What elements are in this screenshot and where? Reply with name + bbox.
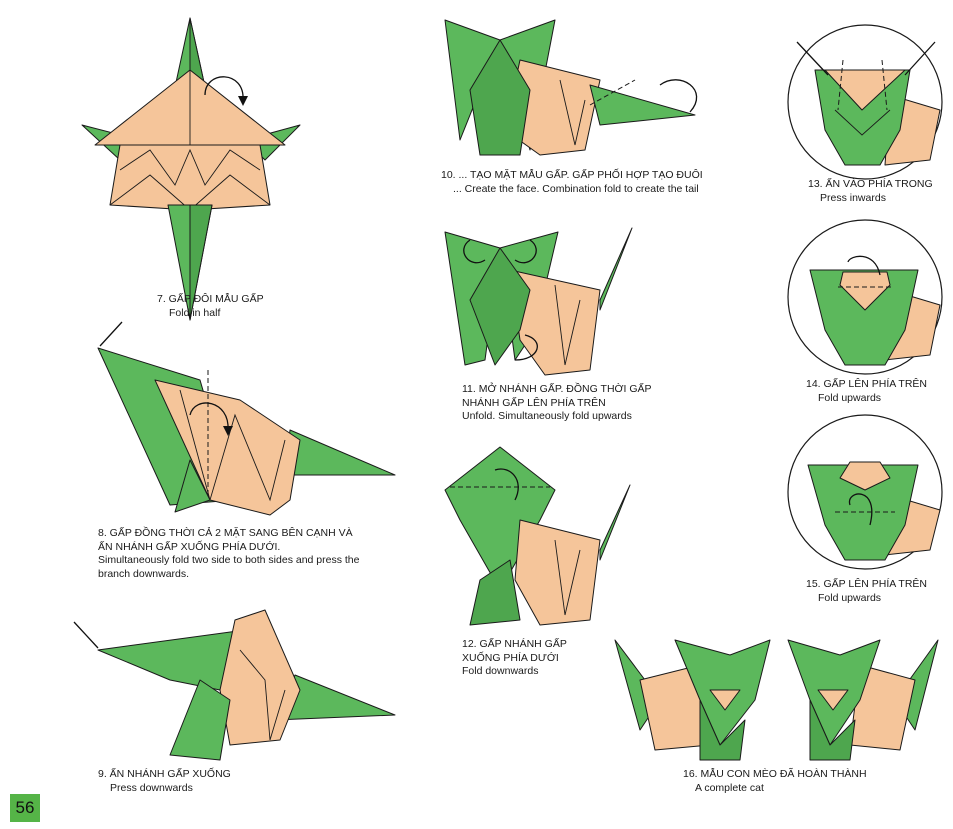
step-14-caption: 14. GẤP LÊN PHÍA TRÊN Fold upwards: [806, 378, 927, 405]
step-14-subtitle: Fold upwards: [818, 391, 882, 404]
step-9-title: 9. ẤN NHÁNH GẤP XUỐNG: [98, 768, 231, 780]
step-12-title: 12. GẤP NHÁNH GẤP XUỐNG PHÍA DƯỚI: [462, 638, 567, 664]
step-16-illustration: [614, 639, 939, 761]
step-9-caption: 9. ẤN NHÁNH GẤP XUỐNG Press downwards: [98, 768, 231, 795]
step-7-illustration: [81, 17, 301, 321]
step-9-subtitle: Press downwards: [110, 781, 193, 794]
step-7-caption: 7. GẤP ĐÔI MẪU GẤP Fold in half: [157, 293, 264, 320]
step-16-caption: 16. MẪU CON MÈO ĐÃ HOÀN THÀNH A complete…: [683, 768, 867, 795]
step-14-title: 14. GẤP LÊN PHÍA TRÊN: [806, 378, 927, 390]
step-13-title: 13. ẤN VÀO PHÍA TRONG: [808, 178, 933, 190]
step-8-illustration: [97, 321, 396, 516]
step-16-title: 16. MẪU CON MÈO ĐÃ HOÀN THÀNH: [683, 768, 867, 780]
step-11-caption: 11. MỞ NHÁNH GẤP. ĐỒNG THỜI GẤP NHÁNH GẤ…: [462, 383, 662, 424]
step-13-subtitle: Press inwards: [820, 191, 886, 204]
step-11-subtitle: Unfold. Simultaneously fold upwards: [462, 410, 632, 422]
step-10-caption: 10. ... TẠO MẶT MẪU GẤP. GẤP PHỐI HỢP TẠ…: [441, 169, 703, 196]
page-number-badge: 56: [10, 794, 40, 822]
step-14-illustration: [787, 219, 943, 375]
step-13-caption: 13. ẤN VÀO PHÍA TRONG Press inwards: [808, 178, 933, 205]
step-10-illustration: [444, 19, 698, 156]
step-15-subtitle: Fold upwards: [818, 591, 882, 604]
step-15-title: 15. GẤP LÊN PHÍA TRÊN: [806, 578, 927, 590]
step-10-title: 10. ... TẠO MẶT MẪU GẤP. GẤP PHỐI HỢP TẠ…: [441, 169, 703, 181]
step-8-subtitle: Simultaneously fold two side to both sid…: [98, 554, 360, 580]
step-8-caption: 8. GẤP ĐỒNG THỜI CẢ 2 MẶT SANG BÊN CẠNH …: [98, 527, 363, 581]
step-9-illustration: [73, 609, 396, 761]
step-10-subtitle: ... Create the face. Combination fold to…: [453, 182, 699, 195]
step-7-subtitle: Fold in half: [169, 306, 221, 319]
step-8-title: 8. GẤP ĐỒNG THỜI CẢ 2 MẶT SANG BÊN CẠNH …: [98, 527, 353, 553]
step-15-caption: 15. GẤP LÊN PHÍA TRÊN Fold upwards: [806, 578, 927, 605]
step-7-title: 7. GẤP ĐÔI MẪU GẤP: [157, 293, 264, 305]
step-13-illustration: [787, 24, 943, 180]
step-15-illustration: [787, 414, 943, 570]
step-16-subtitle: A complete cat: [695, 781, 764, 794]
step-12-illustration: [444, 446, 631, 626]
step-12-caption: 12. GẤP NHÁNH GẤP XUỐNG PHÍA DƯỚI Fold d…: [462, 638, 567, 679]
step-12-subtitle: Fold downwards: [462, 665, 539, 677]
step-11-illustration: [444, 227, 633, 376]
step-11-title: 11. MỞ NHÁNH GẤP. ĐỒNG THỜI GẤP NHÁNH GẤ…: [462, 383, 652, 409]
